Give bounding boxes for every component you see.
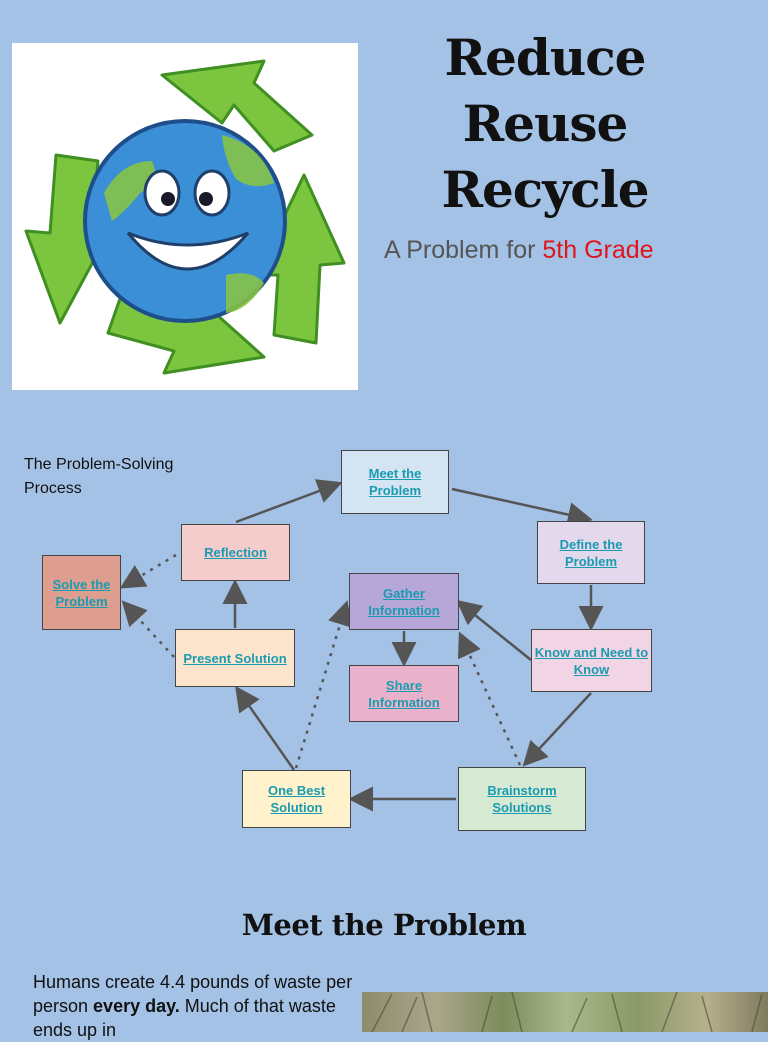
subtitle: A Problem for 5th Grade bbox=[384, 236, 654, 265]
node-know-and-need-to-know[interactable]: Know and Need to Know bbox=[531, 629, 652, 692]
node-reflection[interactable]: Reflection bbox=[181, 524, 290, 581]
subtitle-prefix: A Problem for bbox=[384, 236, 543, 264]
title-line-3: Recycle bbox=[441, 160, 649, 219]
para-bold: every day. bbox=[93, 996, 180, 1016]
recycle-globe-logo bbox=[12, 43, 358, 390]
node-brainstorm-solutions[interactable]: Brainstorm Solutions bbox=[458, 767, 586, 831]
title-line-2: Reuse bbox=[462, 94, 629, 153]
landfill-photo bbox=[362, 992, 768, 1032]
process-label: The Problem-Solving Process bbox=[24, 456, 174, 497]
subtitle-grade: 5th Grade bbox=[542, 236, 654, 264]
node-present-solution[interactable]: Present Solution bbox=[175, 629, 295, 687]
photo-texture bbox=[371, 992, 763, 1032]
node-define-the-problem[interactable]: Define the Problem bbox=[537, 521, 645, 584]
node-meet-the-problem[interactable]: Meet the Problem bbox=[341, 450, 449, 514]
title-line-1: Reduce bbox=[444, 28, 647, 87]
node-solve-the-problem[interactable]: Solve the Problem bbox=[42, 555, 121, 630]
para-part-1: Humans create 4.4 pounds of waste per pe… bbox=[33, 972, 353, 1016]
section-title: Meet the Problem bbox=[241, 908, 527, 942]
intro-paragraph: Humans create 4.4 pounds of waste per pe… bbox=[33, 970, 353, 1042]
node-gather-information[interactable]: Gather Information bbox=[349, 573, 459, 630]
node-one-best-solution[interactable]: One Best Solution bbox=[242, 770, 351, 828]
recycle-globe-icon bbox=[24, 59, 346, 375]
node-share-information[interactable]: Share Information bbox=[349, 665, 459, 722]
